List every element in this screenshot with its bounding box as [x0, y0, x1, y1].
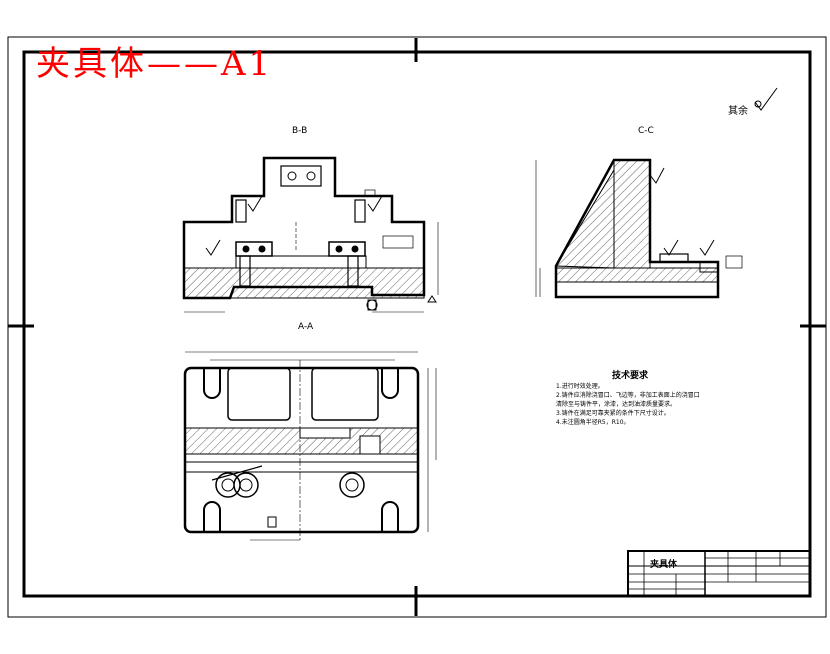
tech-requirements-title: 技术要求	[612, 371, 649, 381]
section-bb-label: B-B	[292, 126, 308, 136]
tech-requirements-list: 1.进行时效处理。 2.铸件应消除浇冒口、飞边等，非加工表面上的浇冒口 清除至与…	[556, 382, 700, 427]
roughness-note: 其余	[728, 106, 748, 117]
title-block	[627, 550, 811, 597]
tech-item: 清除至与铸件平，涂漆，达到油漆质量要求。	[556, 401, 677, 408]
section-aa-label: A-A	[298, 322, 314, 332]
section-aa-view	[183, 351, 437, 541]
title-block-part-name: 夹具体	[650, 560, 678, 570]
tech-item: 1.进行时效处理。	[556, 383, 604, 390]
centering-marks	[8, 38, 826, 616]
section-bb-view	[182, 156, 439, 313]
tech-item: 4.未注圆角半径R5，R10。	[556, 419, 630, 426]
drawing-red-title: 夹具体——A1	[36, 44, 274, 84]
roughness-symbol-icon	[754, 87, 778, 111]
tech-item: 2.铸件应消除浇冒口、飞边等，非加工表面上的浇冒口	[556, 392, 700, 399]
section-cc-view	[535, 158, 743, 299]
tech-item: 3.铸件在满足可靠夹紧的条件下尺寸设计。	[556, 410, 670, 417]
section-cc-label: C-C	[638, 126, 654, 136]
